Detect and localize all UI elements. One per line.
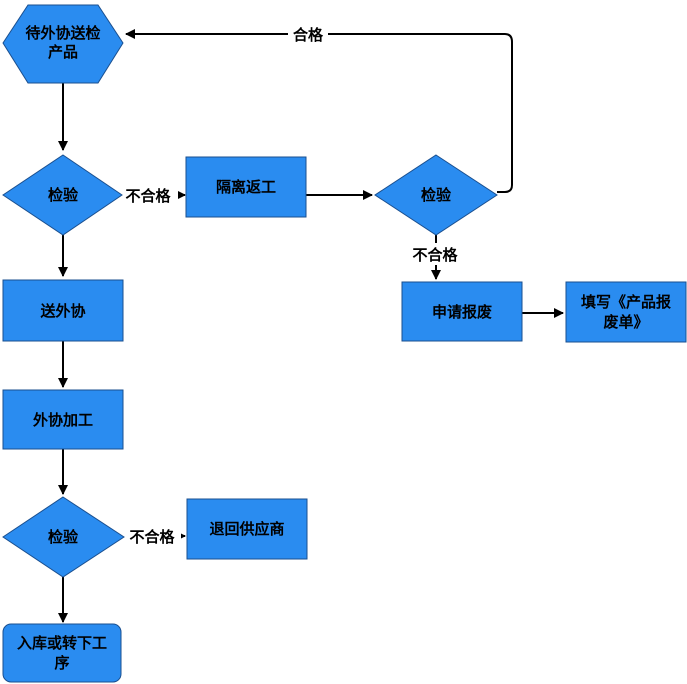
edge-label-pass: 合格 [292,26,324,44]
edge-label-fail-2: 不合格 [129,528,175,546]
node-return-supplier: 退回供应商 [186,498,308,560]
node-inspect-1: 检验 [2,154,123,236]
node-send-outsource: 送外协 [2,279,124,342]
node-apply-scrap: 申请报废 [401,281,523,342]
node-fill-form-label-2: 废单》 [603,313,648,331]
node-send-outsource-label: 送外协 [39,302,85,320]
node-start-label-1: 待外协送检 [25,24,100,42]
node-outsource-process: 外协加工 [2,389,124,450]
node-inspect-rework: 检验 [374,154,498,236]
node-storage-label-2: 序 [54,654,69,672]
node-inspect-1-label: 检验 [48,186,79,204]
node-inspect-2-label: 检验 [48,528,79,546]
nodes: 待外协送检 产品 检验 隔离返工 检验 申请报废 填写《产品报 废单》 [2,4,687,683]
node-storage: 入库或转下工 序 [2,623,122,683]
node-inspect-rework-label: 检验 [421,186,452,204]
edge-label-fail-1: 不合格 [125,187,171,205]
node-isolate-rework-label: 隔离返工 [216,178,276,196]
node-start: 待外协送检 产品 [2,4,124,84]
node-storage-label-1: 入库或转下工 [17,634,107,652]
node-isolate-rework: 隔离返工 [185,156,307,218]
node-fill-form: 填写《产品报 废单》 [565,281,687,343]
edge-label-fail-rework: 不合格 [412,246,458,264]
node-outsource-process-label: 外协加工 [32,411,93,429]
node-fill-form-label-1: 填写《产品报 [581,293,671,311]
node-apply-scrap-label: 申请报废 [432,303,492,321]
node-return-supplier-label: 退回供应商 [209,520,284,538]
node-inspect-2: 检验 [2,496,125,578]
edge-labels: 合格 不合格 不合格 不合格 [120,24,465,548]
node-start-label-2: 产品 [48,43,78,61]
edge-rework-pass-loop [125,29,513,193]
